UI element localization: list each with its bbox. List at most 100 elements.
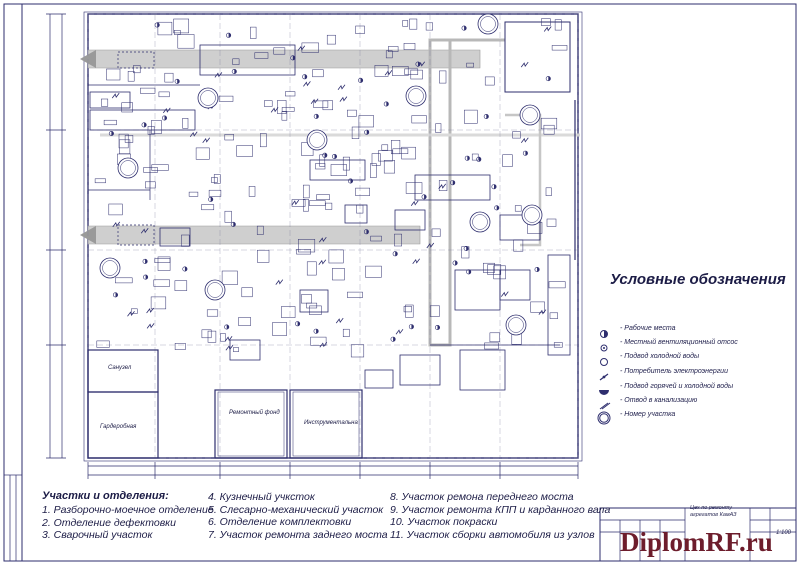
legend-label: - Местный вентиляционный отсос [620, 339, 738, 346]
area-number-circle-inner [120, 160, 136, 176]
area-number-circle-inner [200, 90, 216, 106]
area-number-circle [519, 104, 541, 126]
equipment-small [355, 25, 365, 34]
workplace-marker-fill [360, 78, 363, 83]
area-number-circle-inner [309, 132, 325, 148]
equipment-block [454, 269, 501, 311]
equipment-small [182, 118, 189, 129]
equipment-small [381, 144, 389, 151]
power-consumer-marker [410, 200, 419, 206]
workplace-marker-fill [233, 222, 236, 227]
equipment-small [207, 330, 217, 343]
equipment-small [254, 52, 269, 59]
area-number-circle [197, 87, 219, 109]
annex-top-right [504, 21, 571, 93]
equipment-small [201, 329, 212, 339]
area-number-circle [306, 129, 328, 151]
legend-title: Условные обозначения [610, 271, 786, 288]
equipment-small [409, 18, 418, 30]
legend-label: - Отвод в канализацию [620, 397, 698, 404]
ventilation-icon [597, 338, 611, 352]
power-consumer-marker [520, 137, 529, 143]
room-label-remfond: Ремонтный фонд [229, 410, 280, 416]
equipment-small [232, 58, 240, 65]
equipment-block [309, 159, 366, 181]
section-item: 10. Участок покраски [390, 516, 498, 529]
equipment-small [281, 306, 296, 318]
workplace-marker-fill [316, 114, 319, 119]
equipment-small [224, 134, 234, 141]
equipment-small [281, 107, 295, 112]
brand-watermark: DiplomRF.ru [620, 527, 773, 557]
equipment-small [213, 174, 221, 184]
equipment-small [554, 19, 562, 31]
workplace-marker-fill [393, 337, 396, 342]
power-consumer-marker [318, 236, 327, 243]
equipment-small [150, 296, 167, 310]
section-item: 2. Отделение дефектовки [42, 516, 176, 529]
workplace-marker-fill [304, 74, 307, 79]
equipment-small [438, 180, 448, 191]
area-number-circle-inner [472, 214, 488, 230]
equipment-small [154, 258, 171, 263]
workplace-marker-fill [144, 122, 147, 128]
area-number-circle [469, 211, 491, 233]
equipment-block [394, 209, 426, 231]
equipment-small [385, 50, 393, 59]
equipment-small [309, 200, 326, 206]
equipment-small [277, 100, 287, 114]
equipment-small [466, 62, 474, 68]
title-block-caption-1: Цех по ремонту [690, 505, 732, 511]
workplace-marker-fill [334, 154, 337, 159]
equipment-block [229, 339, 261, 361]
equipment-block [459, 349, 506, 391]
equipment-small [177, 34, 195, 49]
equipment-small [402, 20, 409, 27]
power-consumer-marker [112, 221, 121, 228]
equipment-small [316, 194, 330, 200]
equipment-small [309, 305, 322, 315]
power-consumer-marker [538, 309, 547, 315]
equipment-small [512, 131, 521, 139]
room-remfond-inner [217, 391, 285, 457]
area-number-circle [521, 204, 543, 226]
area-number-circle [117, 157, 139, 179]
equipment-small [493, 265, 506, 280]
drain-icon [597, 396, 611, 410]
equipment-small [291, 199, 306, 207]
power-icon [597, 367, 611, 381]
equipment-small [342, 328, 350, 337]
workplace-marker-fill [115, 292, 118, 298]
area-number-circle [505, 314, 527, 336]
equipment-small [401, 146, 416, 160]
room-remfond [214, 389, 288, 459]
equipment-small [306, 261, 317, 276]
equipment-small [425, 22, 433, 31]
equipment-block [414, 174, 491, 201]
power-consumer-marker [412, 258, 421, 265]
equipment-small [218, 95, 234, 102]
area-number-circle [204, 279, 226, 301]
workplace-marker-fill [468, 269, 471, 275]
power-consumer-marker [111, 92, 120, 99]
room-garderob [87, 391, 159, 459]
equipment-small [411, 115, 427, 124]
title-block-caption-2: агрегатов КамАЗ [690, 512, 737, 518]
section-item: 7. Участок ремонта заднего моста [208, 528, 388, 541]
workplace-marker-fill [324, 153, 327, 158]
power-consumer-marker [310, 98, 319, 104]
equipment-small [404, 68, 419, 75]
equipment-small [383, 160, 395, 174]
equipment-small [143, 167, 158, 173]
workplace-marker-fill [228, 33, 231, 38]
equipment-small [306, 302, 318, 309]
power-consumer-marker [146, 323, 155, 329]
area-number-icon [597, 410, 611, 425]
power-consumer-marker [426, 242, 435, 249]
equipment-small [502, 154, 513, 167]
equipment-block [364, 369, 394, 389]
power-consumer-marker [140, 228, 149, 234]
equipment-small [224, 210, 232, 223]
equipment-small [431, 228, 441, 237]
